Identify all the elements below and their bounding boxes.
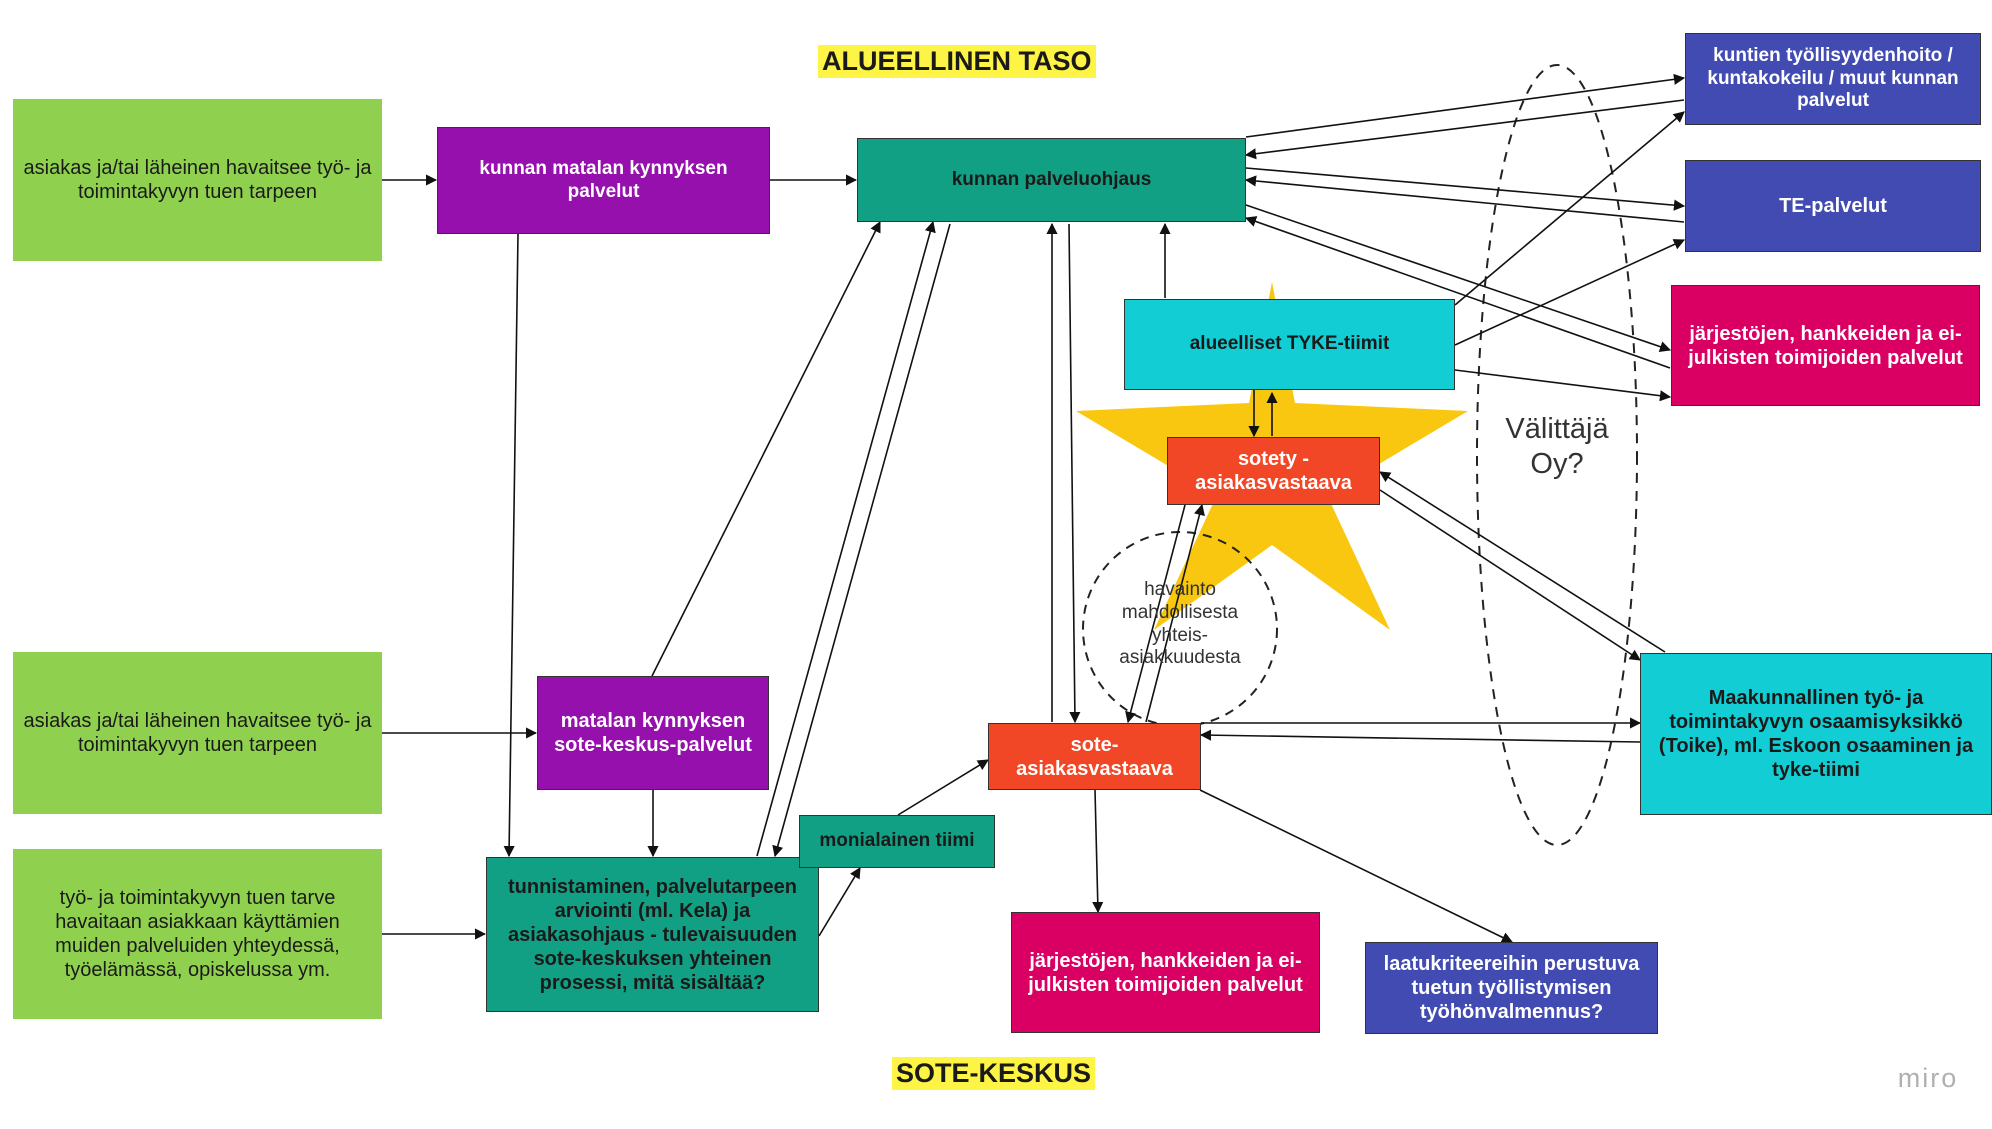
node-green-top[interactable]: asiakas ja/tai läheinen havaitsee työ- j… [13, 99, 382, 261]
edge-kuntien-to-palveluohjaus [1244, 99, 1685, 160]
edge-tunnistaminen-to-monialainen [818, 867, 861, 937]
node-kunnan-palveluohjaus[interactable]: kunnan palveluohjaus [857, 138, 1246, 222]
edge-matalan-sote-to-palveluohjaus [651, 220, 881, 677]
edge-maakunnallinen-to-sote-asiakas [1199, 729, 1641, 743]
node-kuntien-tyollisyys[interactable]: kuntien työllisyydenhoito / kuntakokeilu… [1685, 33, 1981, 125]
node-jarjestojen-top[interactable]: järjestöjen, hankkeiden ja ei-julkisten … [1671, 285, 1980, 406]
node-laatukriteerit[interactable]: laatukriteereihin perustuva tuetun työll… [1365, 942, 1658, 1034]
node-green-bottom[interactable]: työ- ja toimintakyvyn tuen tarve havaita… [13, 849, 382, 1019]
edge-tyke-to-kuntien [1454, 111, 1685, 306]
edge-sote-asiakas-to-laatukriteerit [1199, 789, 1514, 943]
label-valittaja: Välittäjä Oy? [1505, 413, 1609, 480]
node-green-mid[interactable]: asiakas ja/tai läheinen havaitsee työ- j… [13, 652, 382, 814]
node-maakunnallinen[interactable]: Maakunnallinen työ- ja toimintakyvyn osa… [1640, 653, 1992, 815]
node-sote-asiakasvastaava[interactable]: sote-asiakasvastaava [988, 723, 1201, 790]
edge-te-to-palveluohjaus [1244, 175, 1685, 223]
edge-jarjestojen-to-palveluohjaus [1244, 216, 1671, 369]
edge-palveluohjaus-to-kuntien [1245, 73, 1686, 138]
node-jarjestojen-bottom[interactable]: järjestöjen, hankkeiden ja ei-julkisten … [1011, 912, 1320, 1033]
edge-sotety-to-maakunnallinen [1379, 489, 1641, 661]
edge-palveluohjaus-to-sote-asiakas [1068, 223, 1081, 724]
edge-maakunnallinen-to-sotety [1379, 471, 1666, 653]
edge-sote-asiakas-to-sotety [1145, 503, 1205, 723]
node-monialainen-tiimi[interactable]: monialainen tiimi [799, 815, 995, 868]
brand-miro: miro [1897, 1063, 1959, 1093]
edge-palveluohjaus-to-te [1245, 167, 1686, 211]
edge-kunnan-matalan-to-tunnistaminen [503, 233, 519, 858]
edge-palveluohjaus-to-tunnistaminen [772, 223, 951, 858]
node-kunnan-matalan[interactable]: kunnan matalan kynnyksen palvelut [437, 127, 770, 234]
title-sote-keskus: SOTE-KESKUS [892, 1057, 1096, 1090]
edge-tunnistaminen-to-palveluohjaus [756, 220, 936, 857]
edge-sote-asiakas-to-jarjestojen-bottom [1092, 789, 1104, 914]
valittaja-ellipse [1476, 64, 1638, 846]
edge-tyke-to-jarjestojen [1454, 369, 1672, 402]
node-te-palvelut[interactable]: TE-palvelut [1685, 160, 1981, 252]
edge-tyke-to-te [1454, 239, 1686, 346]
edge-palveluohjaus-to-jarjestojen [1245, 204, 1672, 353]
edge-sotety-to-sote-asiakas [1125, 504, 1186, 724]
label-havainto: havainto mahdollisesta yhteis-asiakkuude… [1119, 579, 1241, 669]
node-sotety-asiakasvastaava[interactable]: sotety - asiakasvastaava [1167, 437, 1380, 505]
title-alueellinen-taso: ALUEELLINEN TASO [818, 45, 1096, 78]
node-matalan-sote[interactable]: matalan kynnyksen sote-keskus-palvelut [537, 676, 769, 790]
node-tunnistaminen[interactable]: tunnistaminen, palvelutarpeen arviointi … [486, 857, 819, 1012]
edge-monialainen-to-sote-asiakas [897, 759, 989, 816]
node-tyke-tiimit[interactable]: alueelliset TYKE-tiimit [1124, 299, 1455, 390]
